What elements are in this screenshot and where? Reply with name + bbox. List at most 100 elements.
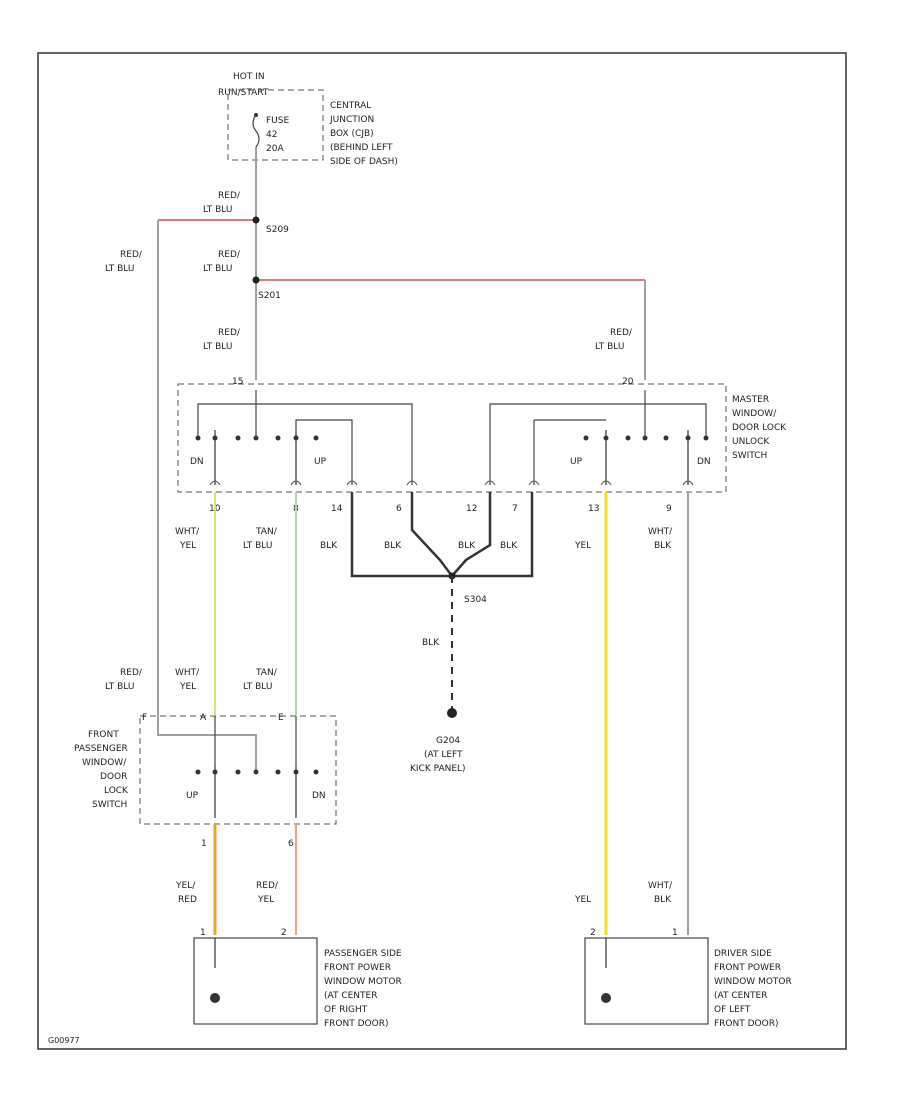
- passenger-pin-f: F: [142, 713, 147, 723]
- cjb-label-2: JUNCTION: [329, 115, 374, 125]
- passenger-pin-1: 1: [201, 839, 207, 849]
- master-contacts-left: [195, 435, 319, 441]
- wire-label-1a: RED/: [218, 191, 241, 201]
- driver-motor-box: [584, 937, 709, 1025]
- master-switch: 15 20 MASTER WINDOW/ DOOR LOCK UNLOCK SW…: [177, 377, 787, 514]
- wire-label-4a: RED/: [218, 328, 241, 338]
- passenger-label-6: SWITCH: [92, 800, 127, 810]
- ground-wire-label: BLK: [422, 638, 440, 648]
- wire-label-yel-1: YEL: [574, 541, 591, 551]
- passenger-up: UP: [186, 791, 199, 801]
- power-source: HOT IN RUN/START FUSE 42 20A CENTRAL JUN…: [218, 72, 398, 167]
- wire-label-wht-blk-a: WHT/: [648, 527, 673, 537]
- wire-label-wht-yel-b: YEL: [179, 541, 196, 551]
- driver-motor-pin-1: 1: [672, 928, 678, 938]
- wire-label-blk-2: BLK: [384, 541, 402, 551]
- passenger-motor-label-1: PASSENGER SIDE: [324, 949, 402, 959]
- driver-motor-label-5: OF LEFT: [714, 1005, 751, 1015]
- ground-label-2: (AT LEFT: [424, 750, 463, 760]
- master-pin-20: 20: [622, 377, 634, 387]
- wire-label-6a: RED/: [120, 668, 143, 678]
- driver-motor-label-4: (AT CENTER: [714, 991, 767, 1001]
- master-label-2: WINDOW/: [732, 409, 777, 419]
- master-dn-right: DN: [697, 457, 711, 467]
- master-pin-13: 13: [588, 504, 599, 514]
- passenger-label-4: DOOR: [100, 772, 127, 782]
- passenger-motor-pin-1: 1: [200, 928, 206, 938]
- master-pin-14: 14: [331, 504, 343, 514]
- driver-motor-label-3: WINDOW MOTOR: [714, 977, 792, 987]
- cjb-label-3: BOX (CJB): [330, 129, 374, 139]
- ground-label-3: KICK PANEL): [410, 764, 466, 774]
- wire-label-3b: LT BLU: [105, 264, 134, 274]
- wire-label-wht-blk-c: WHT/: [648, 881, 673, 891]
- wire-label-4b: LT BLU: [203, 342, 232, 352]
- master-label-5: SWITCH: [732, 451, 767, 461]
- wire-label-tan-lt-blu-a: TAN/: [255, 527, 278, 537]
- splice-s304-label: S304: [464, 595, 487, 605]
- passenger-dn: DN: [312, 791, 326, 801]
- wire-label-wht-blk-b: BLK: [654, 541, 672, 551]
- wire-label-blk-3: BLK: [458, 541, 476, 551]
- master-up-right: UP: [570, 457, 583, 467]
- master-pin-7: 7: [512, 504, 518, 514]
- wire-label-yel-red-a: YEL/: [175, 881, 196, 891]
- wire-label-yel-red-b: RED: [178, 895, 197, 905]
- cjb-label-1: CENTRAL: [330, 101, 371, 111]
- splice-s201-dot: [252, 276, 260, 284]
- wire-label-1b: LT BLU: [203, 205, 232, 215]
- passenger-pin-6: 6: [288, 839, 294, 849]
- wire-label-red-yel-b: YEL: [257, 895, 274, 905]
- ground-bundle: [350, 492, 534, 578]
- master-pin-15: 15: [232, 377, 243, 387]
- driver-motor-label-6: FRONT DOOR): [714, 1019, 778, 1029]
- wire-label-5b: LT BLU: [595, 342, 624, 352]
- fuse-label: FUSE: [266, 116, 289, 126]
- wire-label-yel-2: YEL: [574, 895, 591, 905]
- wire-label-tan-lt-blu-b: LT BLU: [243, 541, 272, 551]
- wire-label-5a: RED/: [610, 328, 633, 338]
- master-label-3: DOOR LOCK: [732, 423, 787, 433]
- passenger-label-5: LOCK: [104, 786, 129, 796]
- fuse-rating: 20A: [266, 144, 284, 154]
- driver-motor-symbol: [601, 993, 611, 1003]
- wire-label-blk-4: BLK: [500, 541, 518, 551]
- master-switch-box: [177, 383, 727, 493]
- driver-motor-label-2: FRONT POWER: [714, 963, 781, 973]
- wire-label-3a: RED/: [120, 250, 143, 260]
- passenger-motor-label-2: FRONT POWER: [324, 963, 391, 973]
- hot-in-condition: RUN/START: [218, 88, 269, 98]
- driver-motor-pin-2: 2: [590, 928, 596, 938]
- passenger-motor-label-4: (AT CENTER: [324, 991, 377, 1001]
- master-pin-6: 6: [396, 504, 402, 514]
- master-up-left: UP: [314, 457, 327, 467]
- wire-label-blk-1: BLK: [320, 541, 338, 551]
- diagram-frame: [37, 52, 847, 1050]
- passenger-pin-a: A: [200, 713, 207, 723]
- passenger-motor-label-3: WINDOW MOTOR: [324, 977, 402, 987]
- passenger-motor: 1 2 PASSENGER SIDE FRONT POWER WINDOW MO…: [193, 928, 402, 1029]
- master-pin-markers: [209, 480, 694, 486]
- ground-g204-symbol: [447, 708, 457, 718]
- wire-label-6b: LT BLU: [105, 682, 134, 692]
- master-bus-up-left: [295, 419, 353, 485]
- fuse-symbol: [252, 114, 260, 148]
- passenger-motor-pin-2: 2: [281, 928, 287, 938]
- passenger-pin-e: E: [278, 713, 284, 723]
- passenger-contacts: [195, 769, 319, 775]
- wire-label-7a: WHT/: [175, 668, 200, 678]
- wire-label-wht-yel-a: WHT/: [175, 527, 200, 537]
- wire-label-8a: TAN/: [255, 668, 278, 678]
- wire-label-2b: LT BLU: [203, 264, 232, 274]
- master-bus-right: [489, 403, 707, 485]
- passenger-motor-label-5: OF RIGHT: [324, 1005, 368, 1015]
- splice-s209-label: S209: [266, 225, 289, 235]
- passenger-motor-symbol: [210, 993, 220, 1003]
- master-bus-left: [197, 403, 413, 485]
- passenger-switch: F A E FRONT PASSENGER WINDOW/ DOOR LOCK …: [74, 713, 337, 849]
- splice-s201-label: S201: [258, 291, 281, 301]
- fuse-terminal-top: [254, 113, 258, 117]
- wire-passenger-feed: [157, 220, 257, 770]
- cjb-label-5: SIDE OF DASH): [330, 157, 398, 167]
